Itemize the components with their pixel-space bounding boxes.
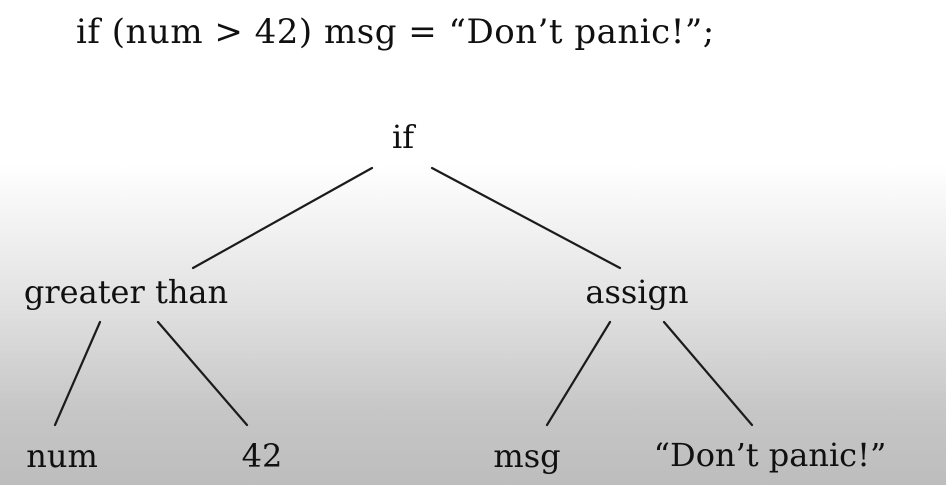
tree-node-msg: msg (493, 437, 561, 475)
edge-assign-msg (545, 320, 612, 427)
edge-if-assign (430, 166, 622, 270)
edge-assign-string (662, 320, 754, 427)
tree-node-if: if (391, 118, 415, 156)
code-statement: if (num > 42) msg = “Don’t panic!”; (76, 12, 715, 52)
tree-node-greater-than: greater than (23, 273, 229, 311)
edge-if-greaterthan (191, 166, 374, 270)
tree-node-num: num (26, 437, 98, 475)
tree-node-42: 42 (241, 437, 283, 475)
tree-node-string-literal: “Don’t panic!” (653, 436, 887, 474)
edge-greaterthan-42 (156, 320, 249, 427)
edge-greaterthan-num (53, 320, 102, 427)
tree-node-assign: assign (585, 273, 689, 311)
